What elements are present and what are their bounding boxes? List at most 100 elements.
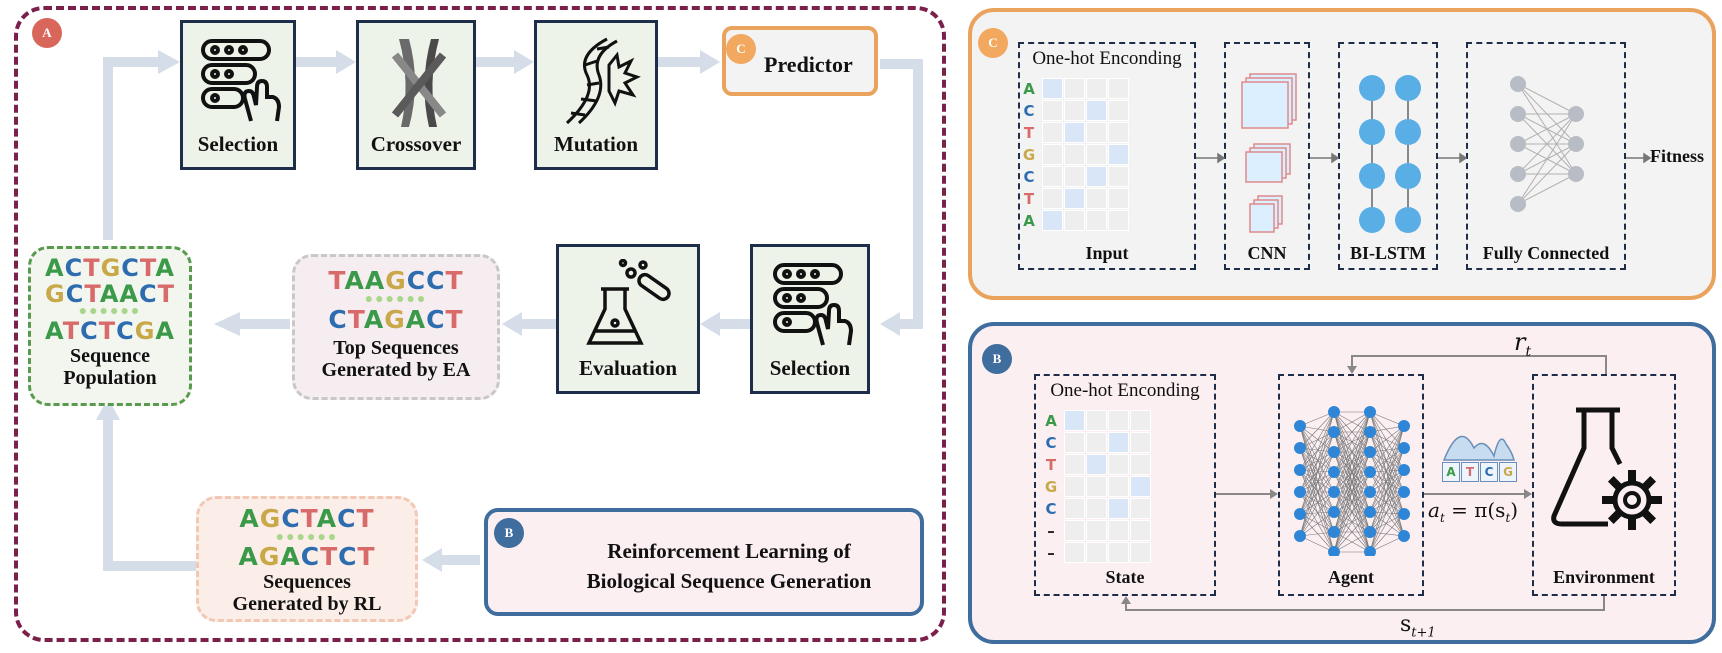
onehot-row-label: – bbox=[1047, 522, 1055, 540]
cnn-label: CNN bbox=[1247, 243, 1287, 263]
flask-icon bbox=[586, 259, 671, 345]
panel-c-badge: C bbox=[978, 28, 1008, 58]
crossover-step: Crossover bbox=[356, 20, 476, 170]
top-seq-line2: CTAGACT bbox=[295, 305, 497, 335]
onehot-row-label: T bbox=[1023, 190, 1035, 208]
nucleotide-letter: C bbox=[328, 305, 348, 334]
onehot-cell bbox=[1108, 188, 1129, 209]
onehot-row-label: T bbox=[1023, 124, 1035, 142]
onehot-cell bbox=[1064, 454, 1085, 475]
onehot-cell bbox=[1064, 144, 1085, 165]
nucleotide-letter: T bbox=[357, 542, 376, 571]
onehot-cell bbox=[1086, 122, 1107, 143]
nucleotide-letter: T bbox=[83, 254, 101, 282]
nucleotide-letter: T bbox=[347, 305, 364, 334]
sequence-population-box: ACTGCTA GCTAACT ●●●●●● ATCTCGA Sequence … bbox=[28, 246, 192, 406]
fully-connected-box: Fully Connected bbox=[1466, 42, 1626, 270]
onehot-cell bbox=[1130, 520, 1151, 541]
onehot-row-label: A bbox=[1023, 80, 1035, 98]
onehot-cell bbox=[1064, 476, 1085, 497]
nucleotide-letter: C bbox=[281, 504, 301, 533]
onehot-row-label: G bbox=[1022, 146, 1036, 164]
nucleotide-letter: C bbox=[426, 305, 446, 334]
selection-step-top: Selection bbox=[180, 20, 296, 170]
nucleotide-letter: G bbox=[45, 280, 66, 308]
nucleotide-letter: G bbox=[134, 317, 156, 345]
fully-connected-label: Fully Connected bbox=[1482, 243, 1610, 263]
nucleotide-letter: A bbox=[363, 305, 385, 334]
bilstm-box: BI-LSTM bbox=[1338, 42, 1438, 270]
nucleotide-letter: T bbox=[62, 317, 81, 345]
nucleotide-letter: C bbox=[338, 542, 358, 571]
action-tile: T bbox=[1461, 462, 1479, 482]
top-seq-line1: TAAGCCT bbox=[295, 267, 497, 295]
input-encoding-title: One-hot Enconding bbox=[1032, 48, 1182, 69]
panel-a-flow-arrows bbox=[96, 50, 923, 572]
onehot-cell bbox=[1064, 410, 1085, 431]
top-seq-dots: ●●●●●● bbox=[364, 292, 428, 307]
nucleotide-letter: T bbox=[445, 305, 464, 334]
nucleotide-letter: A bbox=[119, 280, 139, 308]
onehot-cell bbox=[1042, 78, 1063, 99]
action-tile: G bbox=[1499, 462, 1517, 482]
onehot-row-label: – bbox=[1047, 544, 1055, 562]
reward-subscript: t bbox=[1525, 343, 1532, 360]
nucleotide-letter: T bbox=[300, 504, 317, 533]
action-formula-body: = π(s bbox=[1444, 498, 1506, 522]
nucleotide-letter: A bbox=[280, 542, 301, 571]
onehot-row-label: T bbox=[1045, 456, 1057, 474]
fully-connected-network-icon bbox=[1510, 76, 1584, 212]
onehot-cell bbox=[1108, 454, 1129, 475]
action-tile: C bbox=[1480, 462, 1498, 482]
rl-box-badge: B bbox=[494, 518, 524, 548]
onehot-cell bbox=[1086, 144, 1107, 165]
nucleotide-letter: C bbox=[121, 254, 140, 282]
rl-seq-label-line1: Sequences bbox=[263, 571, 351, 593]
onehot-cell bbox=[1064, 432, 1085, 453]
nucleotide-letter: C bbox=[337, 504, 357, 533]
environment-label: Environment bbox=[1553, 567, 1655, 587]
nucleotide-letter: C bbox=[80, 317, 99, 345]
nucleotide-letter: T bbox=[157, 280, 175, 308]
nucleotide-letter: G bbox=[259, 504, 282, 533]
nucleotide-letter: A bbox=[239, 504, 260, 533]
onehot-cell bbox=[1108, 410, 1129, 431]
onehot-cell bbox=[1064, 166, 1085, 187]
rl-box-text: Reinforcement Learning of Biological Seq… bbox=[548, 536, 910, 596]
onehot-cell bbox=[1108, 122, 1129, 143]
onehot-cell bbox=[1042, 144, 1063, 165]
onehot-cell bbox=[1042, 122, 1063, 143]
predictor-badge: C bbox=[726, 34, 756, 64]
population-label-line2: Population bbox=[63, 367, 157, 389]
onehot-cell bbox=[1086, 188, 1107, 209]
onehot-row-label: C bbox=[1023, 102, 1035, 120]
onehot-cell bbox=[1086, 432, 1107, 453]
crossover-label: Crossover bbox=[370, 132, 462, 156]
nucleotide-letter: C bbox=[300, 542, 321, 571]
nucleotide-letter: A bbox=[155, 317, 175, 345]
selection-step-bottom: Selection bbox=[750, 244, 870, 394]
selection-top-label: Selection bbox=[197, 132, 279, 156]
nucleotide-letter: A bbox=[344, 266, 365, 295]
nucleotide-letter: C bbox=[65, 280, 85, 308]
arrow-predictor-to-selection bbox=[880, 59, 923, 329]
onehot-cell bbox=[1130, 476, 1151, 497]
top-sequences-box: TAAGCCT ●●●●●● CTAGACT Top Sequences Gen… bbox=[292, 254, 500, 400]
rl-seq-line2: AGACTCT bbox=[199, 543, 415, 571]
onehot-cell bbox=[1086, 520, 1107, 541]
nucleotide-letter: T bbox=[139, 254, 156, 282]
rl-seq-label-line2: Generated by RL bbox=[232, 593, 382, 615]
input-label: Input bbox=[1085, 243, 1129, 263]
onehot-cell bbox=[1064, 520, 1085, 541]
cnn-feature-maps-icon bbox=[1241, 73, 1297, 233]
fitness-label: Fitness bbox=[1650, 146, 1704, 166]
population-label-line1: Sequence bbox=[70, 345, 150, 367]
nucleotide-letter: T bbox=[84, 280, 100, 308]
evaluation-label: Evaluation bbox=[578, 356, 678, 380]
rl-box-line1: Reinforcement Learning of bbox=[607, 539, 851, 563]
reward-label: rt bbox=[1514, 328, 1531, 360]
onehot-cell bbox=[1086, 100, 1107, 121]
nucleotide-letter: G bbox=[258, 542, 281, 571]
